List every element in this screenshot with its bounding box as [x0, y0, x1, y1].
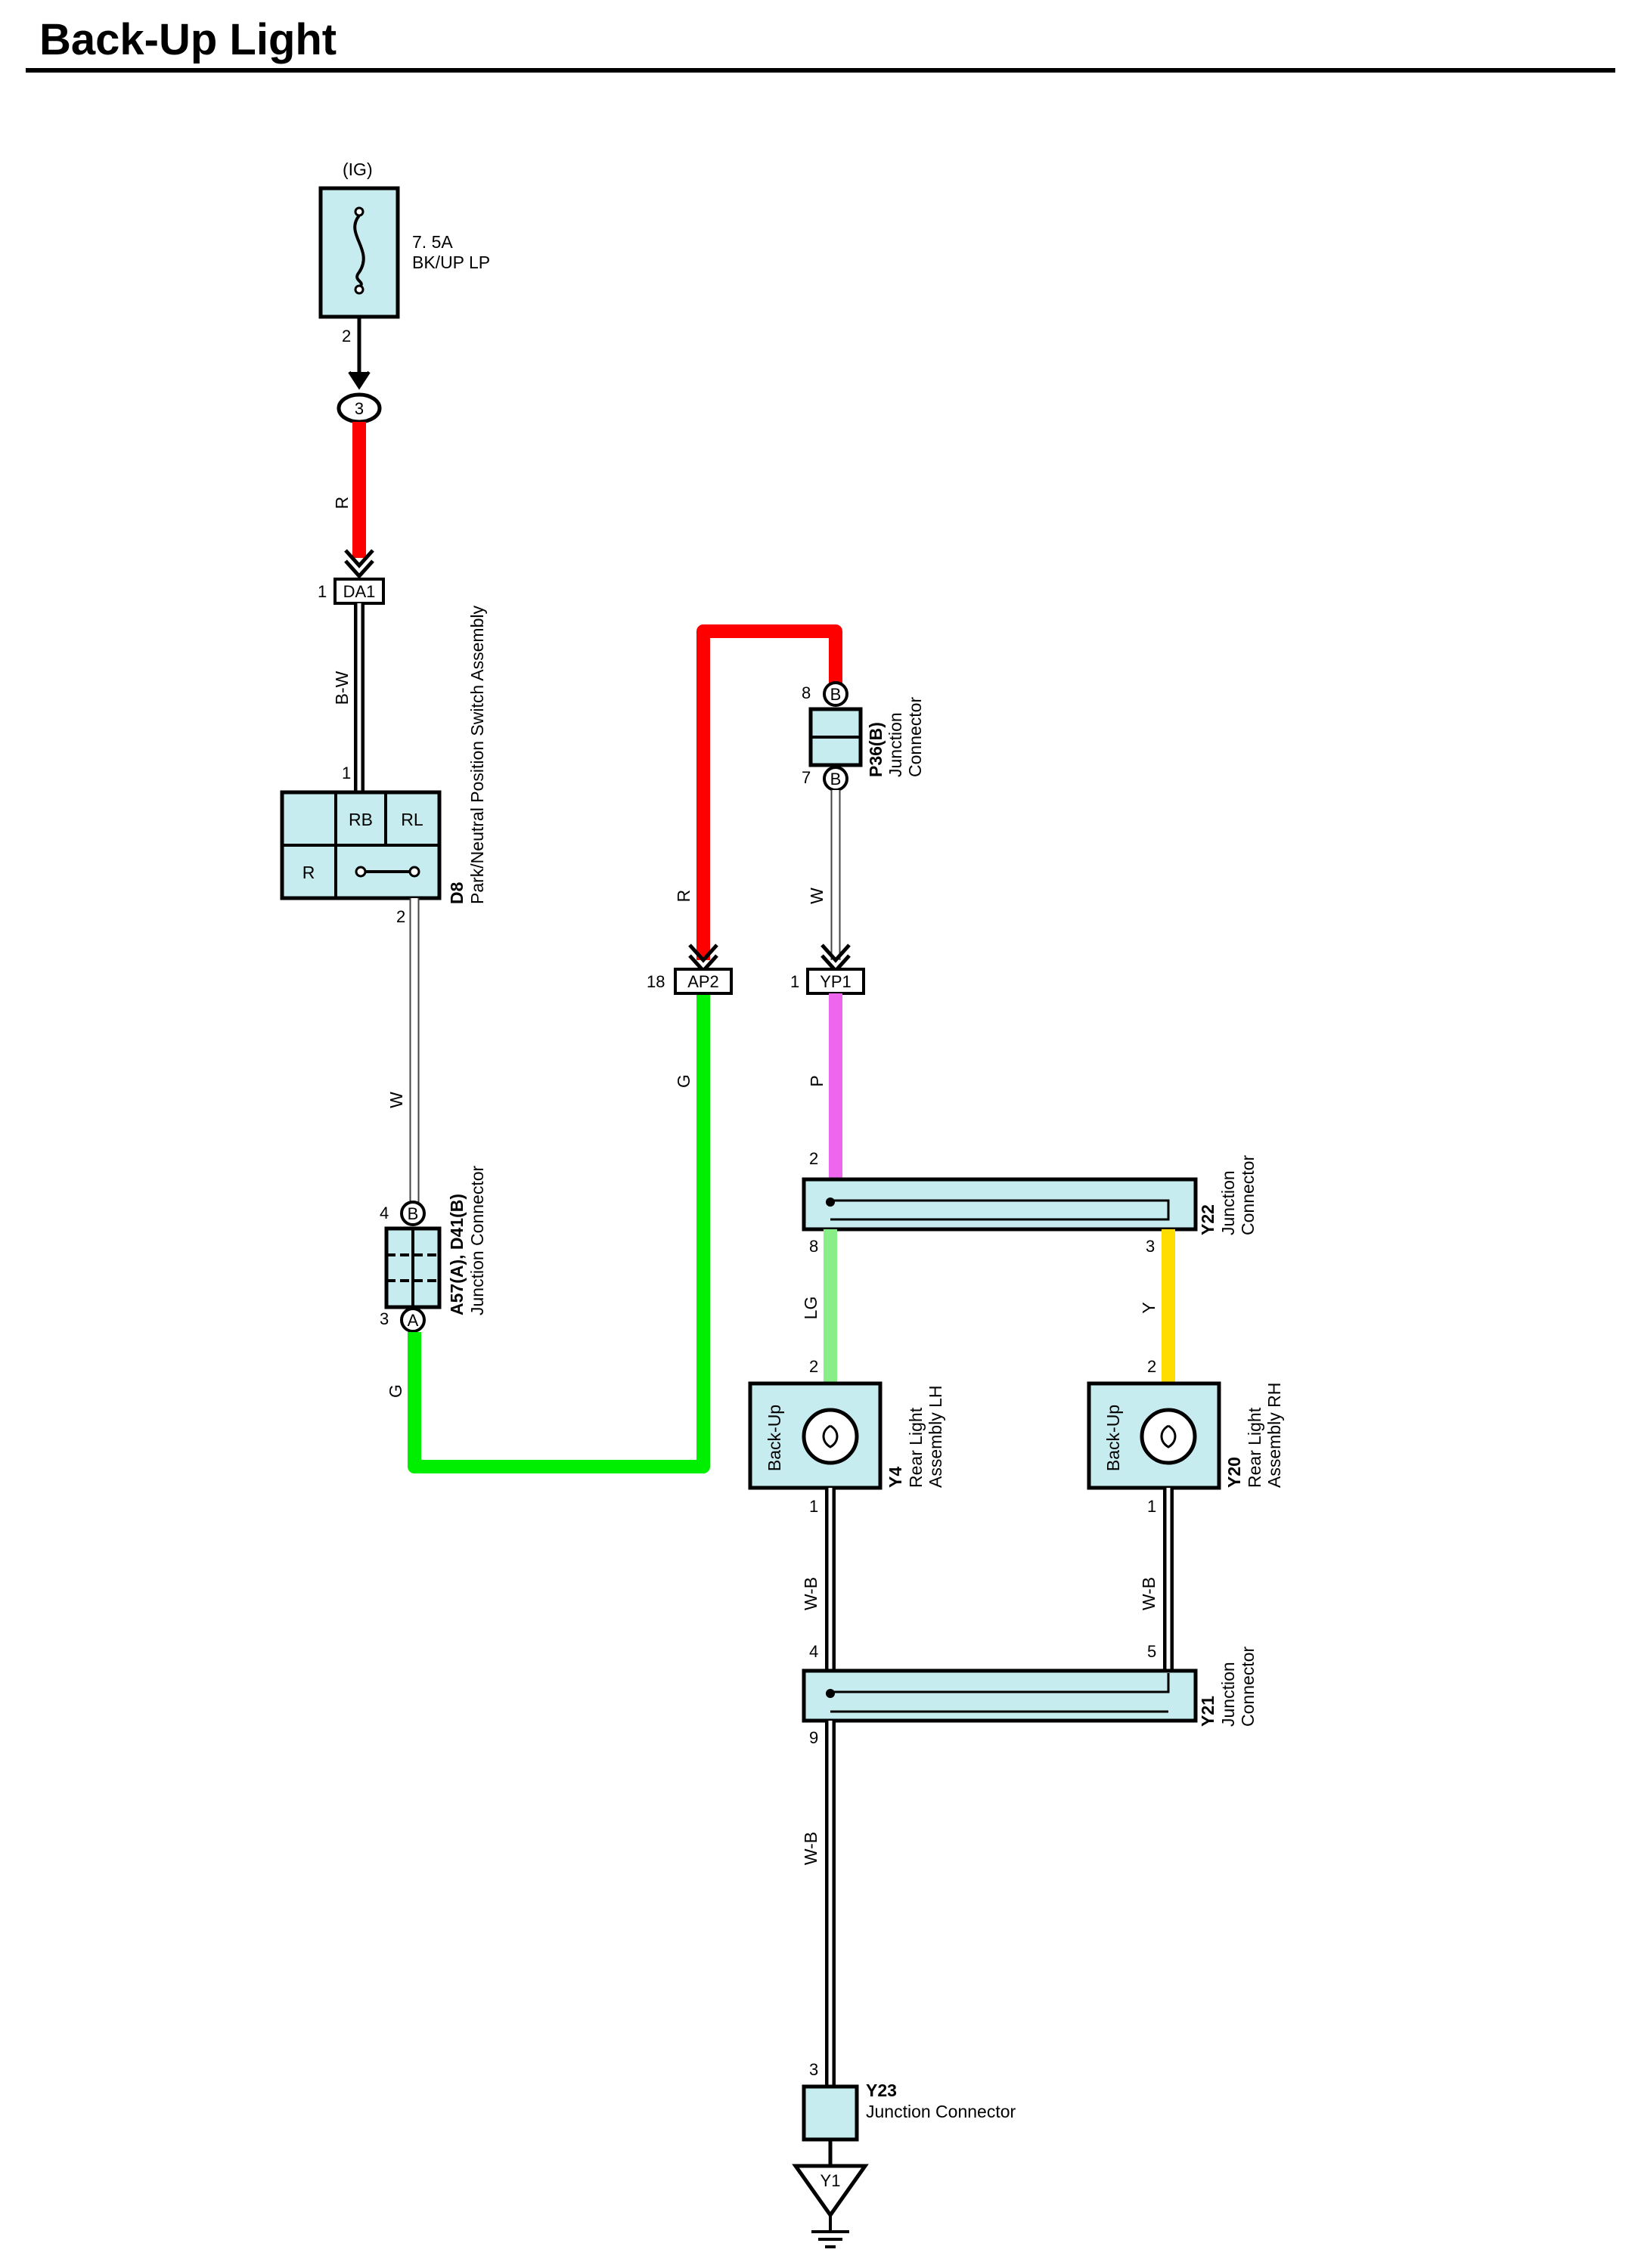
y21-pin-right: 5: [1147, 1642, 1156, 1661]
fuse-icon: [353, 206, 365, 295]
y22-junction-box: [802, 1177, 1198, 1232]
fuse-pin: 2: [342, 327, 351, 345]
y22-id: Y22: [1198, 1204, 1218, 1235]
y22-pin-in: 2: [809, 1149, 818, 1168]
wire-g: [408, 990, 710, 1473]
yp1-connector: [806, 968, 865, 995]
wire-r-upper-color: R: [674, 890, 693, 903]
y22-pin-left: 8: [809, 1237, 818, 1256]
y23-pin: 3: [809, 2060, 818, 2079]
p36-mark-top-label: B: [830, 685, 842, 704]
ap2-label: AP2: [687, 972, 719, 991]
ground-icon: [792, 2164, 869, 2219]
y23-connector-box: [802, 2084, 859, 2142]
wire-g-color-2: G: [674, 1074, 693, 1088]
d8-id: D8: [447, 881, 467, 904]
y21-bus: [830, 1673, 1170, 1693]
y4-name-line2: Assembly LH: [926, 1386, 945, 1488]
d8-name: Park/Neutral Position Switch Assembly: [467, 606, 487, 904]
a57-name: Junction Connector: [467, 1165, 487, 1315]
wire-bw-color: B-W: [332, 671, 352, 705]
ground-label: Y1: [820, 2171, 841, 2190]
d8-cell-r: R: [302, 863, 315, 882]
y22-bus: [830, 1199, 1170, 1221]
arrow-down-icon: [348, 370, 371, 390]
wire-w-right-color: W: [807, 888, 827, 904]
d8-cell-rl: RL: [401, 810, 423, 829]
switch-contact-icon: [355, 866, 420, 878]
y21-name-line1: Junction: [1218, 1662, 1238, 1727]
power-source-label: (IG): [343, 160, 373, 179]
wire-wb-lh-color: W-B: [801, 1577, 820, 1610]
p36-name-line2: Connector: [905, 697, 925, 777]
y23-name: Junction Connector: [866, 2102, 1016, 2121]
y4-inner-label: Back-Up: [765, 1405, 784, 1471]
p36-name-line1: Junction: [886, 712, 905, 777]
wire-wb-ground-color: W-B: [801, 1832, 820, 1865]
wire-lg-color: LG: [801, 1297, 820, 1320]
y23-id: Y23: [866, 2081, 897, 2100]
wire-y-color: Y: [1139, 1302, 1159, 1313]
a57-mark-bottom-label: A: [408, 1311, 419, 1330]
d8-cell-rb: RB: [349, 810, 373, 829]
yp1-pin: 1: [790, 972, 799, 991]
wire-wb-rh-color: W-B: [1139, 1577, 1159, 1610]
y20-name-line2: Assembly RH: [1264, 1383, 1284, 1488]
y20-id: Y20: [1224, 1457, 1244, 1488]
d8-pin-out: 2: [396, 907, 405, 926]
da1-label: DA1: [343, 582, 376, 601]
y21-pin-left: 4: [809, 1642, 818, 1661]
y20-pin-bottom: 1: [1147, 1497, 1156, 1516]
y4-pin-bottom: 1: [809, 1497, 818, 1516]
fuse-rating: 7. 5A: [412, 232, 453, 252]
y21-pin-out: 9: [809, 1728, 818, 1747]
y4-id: Y4: [886, 1467, 905, 1488]
a57-id: A57(A), D41(B): [447, 1194, 467, 1315]
a57-pin-top: 4: [380, 1204, 389, 1222]
p36-id: P36(B): [866, 722, 886, 777]
wire-r-main-color: R: [332, 497, 352, 510]
p36-pin-top: 8: [802, 683, 811, 702]
fuse-name: BK/UP LP: [412, 253, 490, 272]
p36-mark-top: [823, 681, 848, 707]
y21-splice-dot: [826, 1689, 835, 1698]
y22-pin-right: 3: [1146, 1237, 1155, 1256]
y22-splice-dot: [826, 1198, 835, 1207]
a57-mark-top: [400, 1201, 426, 1226]
bulb-icon: [802, 1408, 859, 1465]
a57-pin-bottom: 3: [380, 1309, 389, 1328]
p36-mark-bottom-label: B: [830, 770, 842, 789]
d8-pin-in: 1: [342, 764, 351, 782]
a57-mark-top-label: B: [408, 1204, 419, 1223]
connector-3-label: 3: [355, 399, 364, 418]
wire-g-color-1: G: [386, 1384, 405, 1398]
wire-p-color: P: [807, 1075, 827, 1086]
y20-name-line1: Rear Light: [1245, 1407, 1264, 1488]
da1-pin: 1: [318, 582, 327, 601]
y22-name-line1: Junction: [1218, 1170, 1238, 1235]
y22-name-line2: Connector: [1238, 1155, 1258, 1235]
bulb-icon: [1140, 1408, 1197, 1465]
y4-pin-top: 2: [809, 1357, 818, 1376]
y21-id: Y21: [1198, 1696, 1218, 1727]
earth-symbol-icon: [811, 2215, 849, 2248]
p36-pin-bottom: 7: [802, 768, 811, 787]
y20-pin-top: 2: [1147, 1357, 1156, 1376]
y21-junction-box: [802, 1668, 1198, 1723]
yp1-label: YP1: [820, 972, 852, 991]
double-chevron-icon: [344, 549, 374, 579]
page-title: Back-Up Light: [39, 15, 337, 64]
a57-mark-bottom: [400, 1307, 426, 1333]
wire-r-upper: [696, 624, 842, 960]
ap2-pin: 18: [647, 972, 665, 991]
ap2-connector: [674, 968, 733, 995]
y4-name-line1: Rear Light: [906, 1407, 926, 1488]
wire-w-left-color: W: [386, 1092, 406, 1108]
y21-name-line2: Connector: [1238, 1647, 1258, 1727]
y20-inner-label: Back-Up: [1103, 1405, 1123, 1471]
